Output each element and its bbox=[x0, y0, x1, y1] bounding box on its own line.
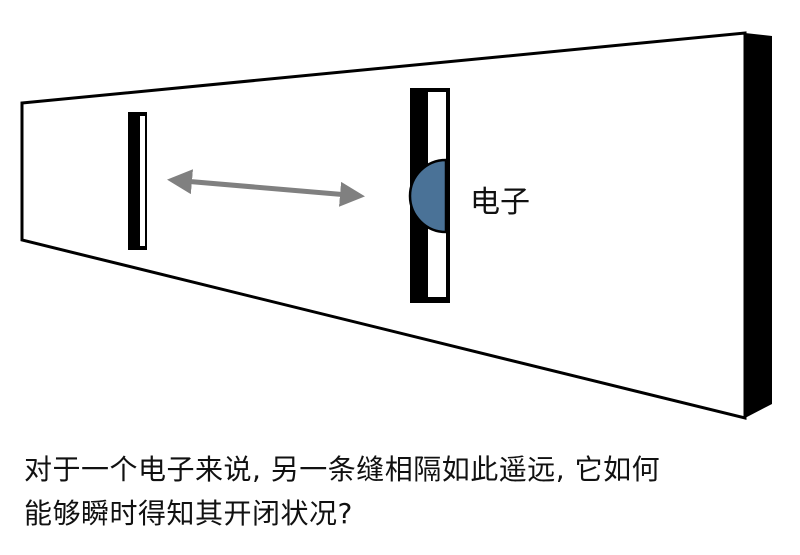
double-arrow bbox=[167, 169, 365, 207]
electron bbox=[408, 158, 448, 234]
electron-label: 电子 bbox=[470, 185, 530, 220]
panel-right-edge bbox=[745, 33, 772, 418]
caption-line-1: 对于一个电子来说, 另一条缝相隔如此遥远, 它如何 bbox=[24, 453, 661, 486]
left-slit bbox=[128, 112, 147, 250]
caption: 对于一个电子来说, 另一条缝相隔如此遥远, 它如何 能够瞬时得知其开闭状况? bbox=[24, 448, 784, 536]
double-slit-diagram: 电子 bbox=[20, 31, 772, 420]
caption-line-2: 能够瞬时得知其开闭状况? bbox=[24, 497, 353, 530]
